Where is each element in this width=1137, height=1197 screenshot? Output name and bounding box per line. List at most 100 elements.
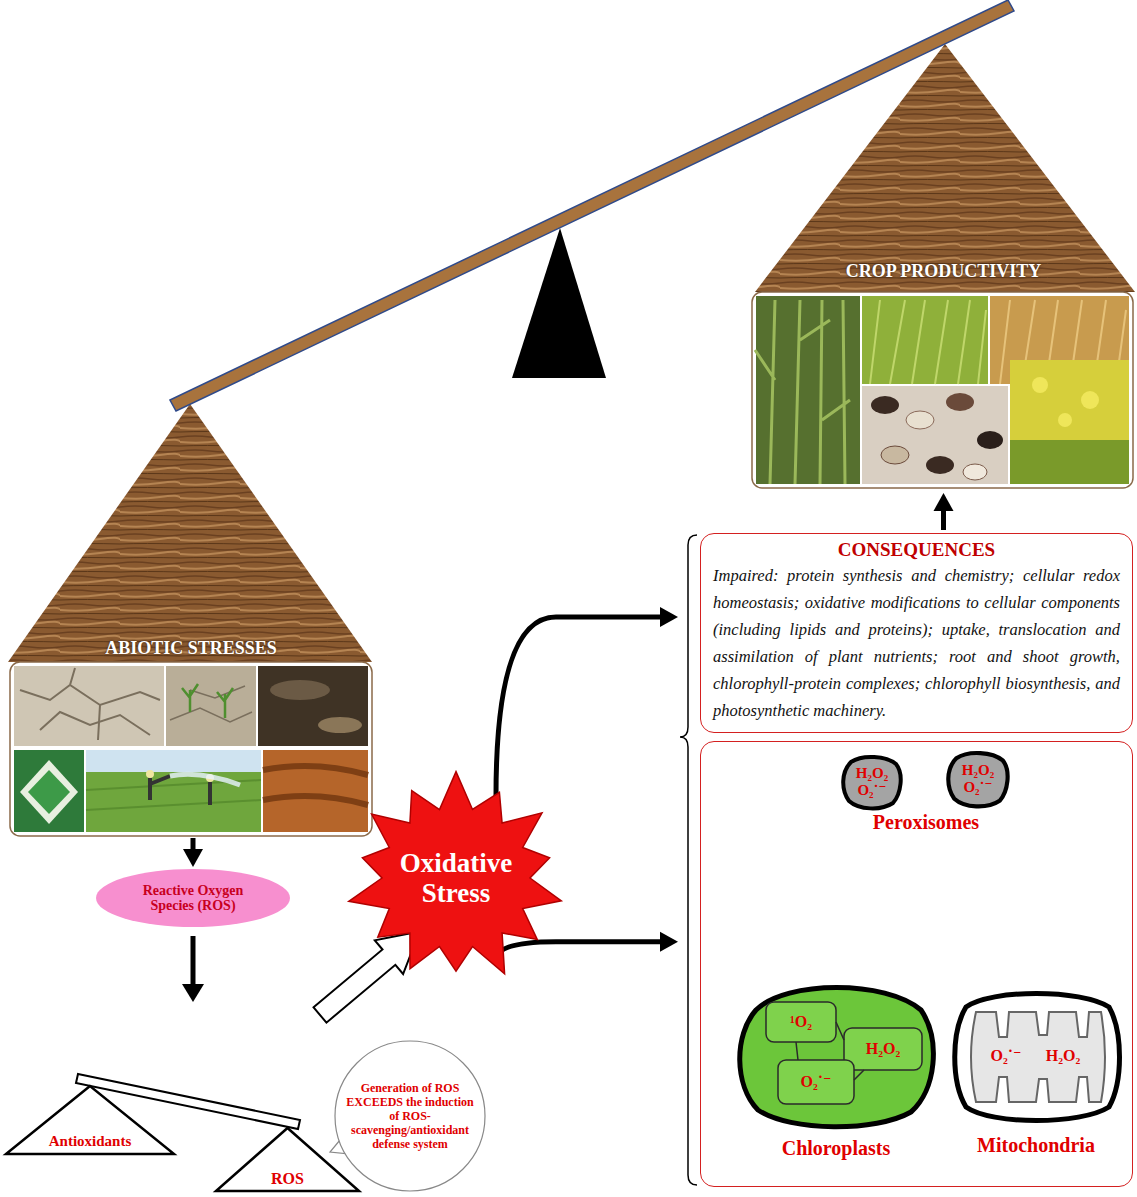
callout-bubble: Generation of ROS EXCEEDS the induction …: [334, 1040, 486, 1192]
crop-photos: [755, 300, 850, 484]
node-label: Antioxidants: [5, 1132, 175, 1150]
arrow-head: [660, 607, 678, 627]
stress-photos: [150, 776, 210, 805]
stress-photos: [270, 680, 330, 700]
down-arrow: [191, 936, 196, 988]
panel-heading: CROP PRODUCTIVITY: [752, 260, 1135, 282]
node-label: Reactive Oxygen Species (ROS): [131, 883, 255, 913]
wood-pyramid: [755, 44, 1135, 292]
wood-pyramid: [8, 404, 372, 662]
star-label: Oxidative Stress: [381, 848, 531, 908]
crop-photos: [862, 296, 988, 384]
connector: [183, 838, 203, 867]
stress-photos: [20, 760, 78, 824]
bracket: [680, 535, 697, 1185]
stroma-lamella: [796, 1022, 864, 1080]
ros-formula: H₂O₂: [843, 1038, 923, 1060]
peroxisome: H₂O₂ O₂˙⁻: [946, 750, 1010, 808]
callout-text: Generation of ROS EXCEEDS the induction …: [345, 1081, 475, 1151]
consequences-box: CONSEQUENCESImpaired: protein synthesis …: [700, 533, 1133, 733]
mitochondrion-cristae: [971, 1012, 1105, 1102]
ros-formula: H₂O₂: [1033, 1045, 1093, 1067]
crop-photos: [1010, 440, 1129, 484]
antioxidant-triangle: Antioxidants: [5, 1085, 175, 1155]
stress-photos: [10, 662, 372, 836]
ros-formula: H₂O₂ O₂˙⁻: [847, 765, 897, 799]
mitochondrion-outer: [955, 994, 1120, 1121]
curved-arrow: [496, 617, 666, 796]
box-body: Impaired: protein synthesis and chemistr…: [713, 562, 1120, 724]
seesaw-plank: [170, 0, 1014, 411]
ros-formula: ¹O₂: [761, 1011, 841, 1033]
crop-photos: [752, 292, 1133, 488]
ellipse-shape: [96, 869, 290, 927]
crop-photos: [963, 464, 987, 480]
stress-photos: [258, 666, 368, 746]
connector: [934, 493, 954, 530]
ros-formula: O₂˙⁻: [976, 1045, 1036, 1067]
crop-photos: [870, 300, 986, 384]
crop-photos: [906, 411, 934, 429]
crop-photos: [926, 456, 954, 474]
arrow-head: [934, 493, 954, 511]
crop-photos: [946, 393, 974, 411]
stress-photos: [170, 686, 252, 722]
chloroplast-envelope: [740, 988, 934, 1127]
stress-photos: [263, 750, 368, 832]
down-arrow: [182, 984, 204, 1002]
stress-photos: [263, 766, 368, 805]
box-heading: CONSEQUENCES: [713, 538, 1120, 562]
crop-productivity-panel: CROP PRODUCTIVITY: [752, 254, 1135, 490]
down-arrow: [182, 936, 204, 1002]
oxidative-stress-star: Oxidative Stress: [340, 770, 572, 986]
mito-outline: [951, 987, 1121, 1127]
ros-ellipse: Reactive Oxygen Species (ROS): [95, 868, 291, 928]
chloroplast: ¹O₂H₂O₂O₂˙⁻Chloroplasts: [736, 980, 936, 1130]
arrow-head: [660, 932, 678, 952]
organelle-label: Mitochondria: [951, 1133, 1121, 1157]
crop-photos: [871, 396, 899, 414]
peroxisome-shape: [948, 753, 1007, 806]
crop-photos: [881, 446, 909, 464]
abiotic-stress-panel: ABIOTIC STRESSES: [10, 634, 372, 836]
organelle-box: PeroxisomesH₂O₂ O₂˙⁻H₂O₂ O₂˙⁻¹O₂H₂O₂O₂˙⁻…: [700, 741, 1133, 1187]
stress-photos: [10, 662, 372, 836]
connector: [496, 607, 678, 796]
stress-photos: [182, 684, 233, 718]
mitochondrion: O₂˙⁻H₂O₂Mitochondria: [951, 987, 1121, 1127]
thylakoid-stack: [844, 1028, 922, 1070]
peroxisome: H₂O₂ O₂˙⁻: [841, 754, 903, 810]
crop-photos: [1032, 377, 1048, 393]
stress-photos: [86, 750, 261, 772]
peroxisome-shape: [843, 757, 900, 809]
stress-photos: [28, 770, 70, 814]
triangle-shape: [6, 1086, 174, 1154]
crop-photos: [977, 431, 1003, 449]
ros-formula: H₂O₂ O₂˙⁻: [953, 762, 1003, 796]
fulcrum: [512, 228, 606, 378]
stress-photos: [14, 750, 84, 832]
node-label: ROS: [215, 1169, 360, 1188]
crop-photos: [1058, 413, 1072, 427]
crop-photos: [752, 292, 1133, 488]
stress-photos: [166, 666, 256, 746]
chloro-outline: [736, 980, 936, 1130]
star-burst: [349, 772, 562, 974]
stress-photos: [14, 666, 164, 746]
ros-formula: O₂˙⁻: [776, 1071, 856, 1093]
stress-photos: [318, 717, 362, 733]
crop-photos: [756, 296, 860, 484]
panel-heading: ABIOTIC STRESSES: [10, 637, 372, 659]
crop-photos: [862, 386, 1008, 484]
curved-arrow: [496, 942, 666, 960]
stress-photos: [86, 750, 261, 832]
stress-photos: [146, 770, 154, 778]
organelle-label: Chloroplasts: [736, 1136, 936, 1160]
organelle-label: Peroxisomes: [836, 810, 1016, 834]
stress-photos: [20, 668, 160, 740]
stress-photos: [170, 774, 240, 785]
crop-photos: [1081, 391, 1099, 409]
callout-circle: [335, 1041, 485, 1191]
